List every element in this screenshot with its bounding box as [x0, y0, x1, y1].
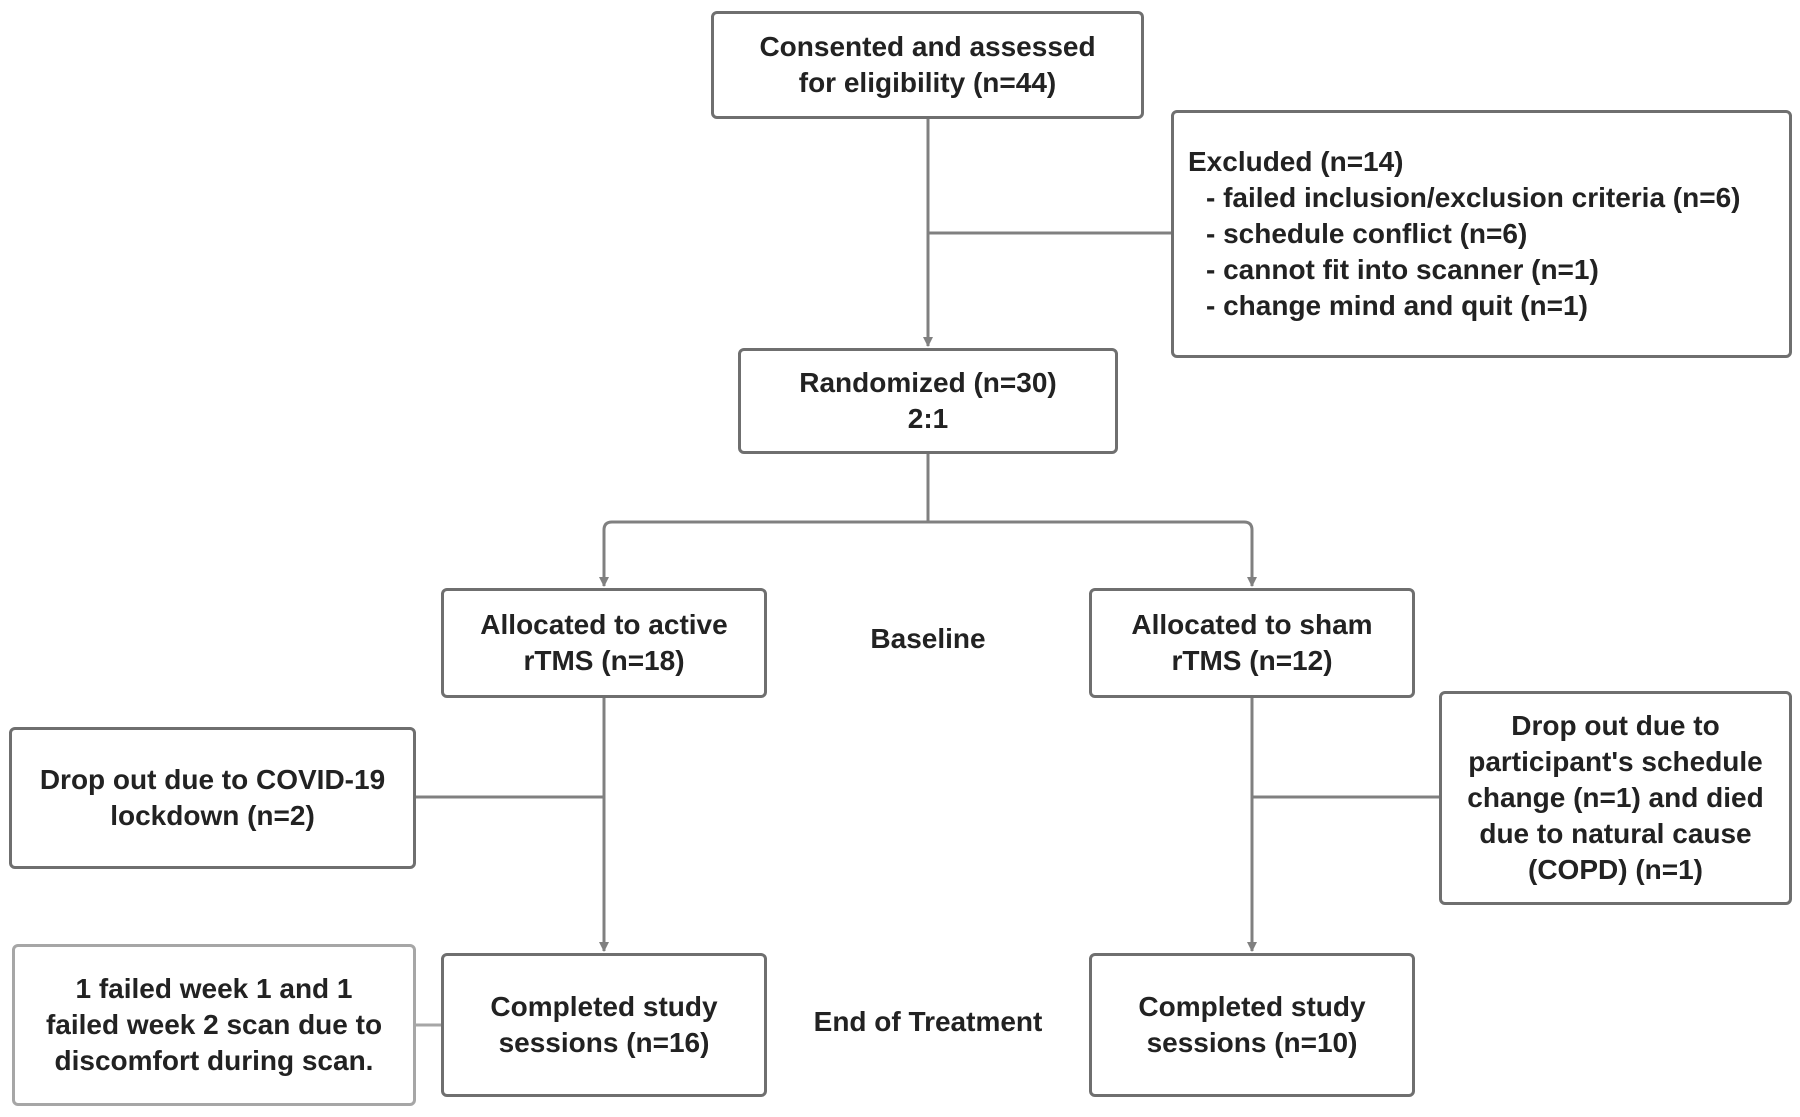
box-text-line: participant's schedule: [1468, 746, 1763, 777]
arrow-to-sham: [928, 520, 1257, 587]
box-completed-active: Completed study sessions (n=16): [441, 953, 767, 1097]
excluded-reason: - change mind and quit (n=1): [1206, 290, 1588, 321]
box-text-line: for eligibility (n=44): [798, 67, 1057, 98]
box-text-line: change (n=1) and died: [1467, 782, 1764, 813]
box-text-line: Drop out due to COVID-19: [39, 764, 386, 795]
box-text-line: Completed study: [490, 991, 718, 1022]
excluded-title: Excluded (n=14): [1188, 146, 1404, 177]
box-text-line: rTMS (n=12): [1171, 645, 1333, 676]
box-text-line: lockdown (n=2): [110, 800, 315, 831]
box-dropout-sham: Drop out due to participant's schedule c…: [1439, 691, 1792, 905]
box-assessed-eligibility: Consented and assessed for eligibility (…: [711, 11, 1144, 119]
box-text-line: due to natural cause: [1479, 818, 1752, 849]
stage-label-end-of-treatment: End of Treatment: [813, 1006, 1043, 1037]
box-text-line: discomfort during scan.: [54, 1045, 374, 1076]
box-text-line: failed week 2 scan due to: [45, 1009, 383, 1040]
box-text-line: Allocated to active: [480, 609, 728, 640]
excluded-reason: - schedule conflict (n=6): [1206, 218, 1528, 249]
box-allocated-sham: Allocated to sham rTMS (n=12): [1089, 588, 1415, 698]
arrow-to-active: [599, 520, 928, 587]
box-text-line: sessions (n=10): [1146, 1027, 1358, 1058]
box-dropout-active: Drop out due to COVID-19 lockdown (n=2): [9, 727, 416, 869]
box-text-line: Consented and assessed: [759, 31, 1096, 62]
box-text-line: 2:1: [907, 403, 949, 434]
box-text-line: Allocated to sham: [1131, 609, 1373, 640]
box-text-line: Drop out due to: [1511, 710, 1720, 741]
excluded-reason: - failed inclusion/exclusion criteria (n…: [1206, 182, 1741, 213]
box-text-line: (COPD) (n=1): [1528, 854, 1703, 885]
box-randomized: Randomized (n=30) 2:1: [738, 348, 1118, 454]
box-completed-sham: Completed study sessions (n=10): [1089, 953, 1415, 1097]
box-allocated-active: Allocated to active rTMS (n=18): [441, 588, 767, 698]
box-text-line: Completed study: [1138, 991, 1366, 1022]
stage-label-baseline: Baseline: [870, 623, 986, 654]
box-text-line: Randomized (n=30): [799, 367, 1057, 398]
box-text-line: 1 failed week 1 and 1: [75, 973, 353, 1004]
box-failed-scan-note: 1 failed week 1 and 1 failed week 2 scan…: [12, 944, 416, 1106]
excluded-reason: - cannot fit into scanner (n=1): [1206, 254, 1599, 285]
box-text-line: sessions (n=16): [498, 1027, 710, 1058]
box-text-line: rTMS (n=18): [523, 645, 685, 676]
box-excluded: Excluded (n=14) - failed inclusion/exclu…: [1171, 110, 1792, 358]
